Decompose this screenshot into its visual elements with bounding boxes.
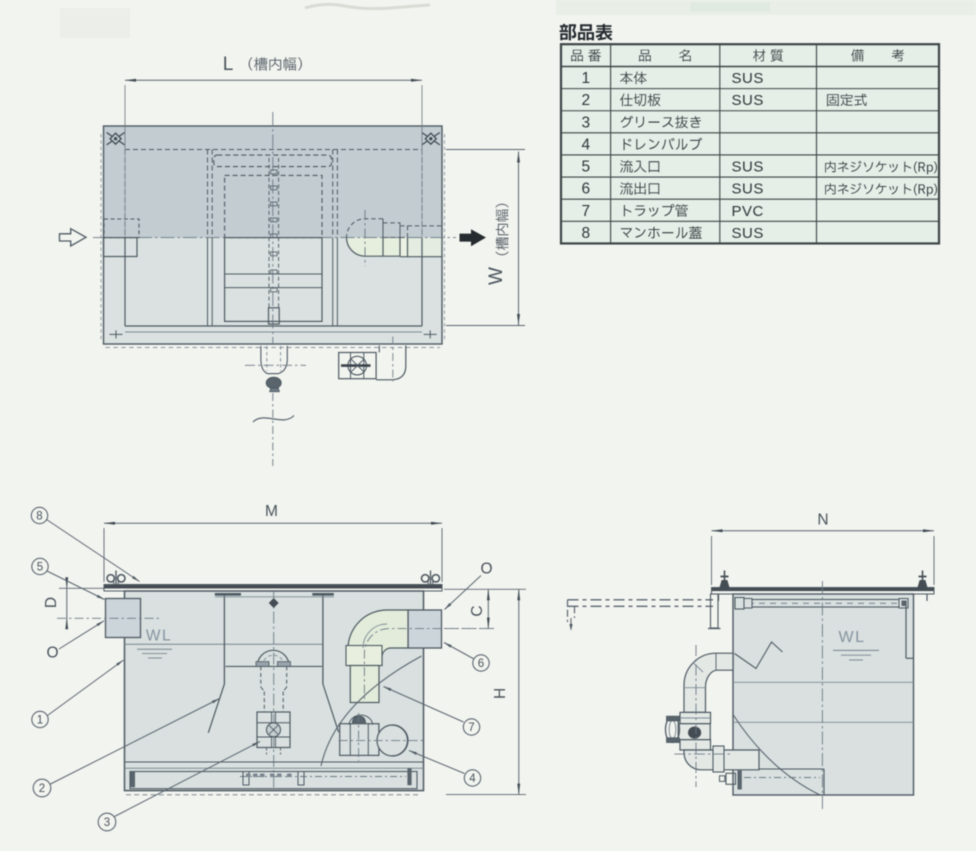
- svg-text:3: 3: [104, 817, 110, 829]
- svg-text:WL: WL: [839, 629, 866, 646]
- svg-text:8: 8: [581, 225, 590, 242]
- svg-text:2: 2: [39, 783, 45, 795]
- svg-text:6: 6: [581, 181, 590, 198]
- svg-text:D: D: [43, 597, 60, 608]
- svg-text:O: O: [480, 561, 492, 578]
- svg-text:M: M: [265, 503, 278, 520]
- svg-text:4: 4: [469, 773, 476, 785]
- svg-text:H: H: [492, 688, 509, 699]
- svg-text:WL: WL: [146, 628, 172, 645]
- svg-text:1: 1: [37, 714, 43, 726]
- svg-text:4: 4: [581, 136, 590, 153]
- svg-text:SUS: SUS: [732, 225, 764, 242]
- svg-text:7: 7: [468, 722, 474, 734]
- svg-text:W: W: [486, 267, 507, 285]
- svg-text:2: 2: [581, 92, 590, 109]
- svg-text:3: 3: [581, 114, 590, 131]
- svg-text:O: O: [46, 645, 58, 662]
- svg-text:N: N: [817, 512, 828, 529]
- svg-text:L: L: [223, 54, 234, 75]
- svg-text:6: 6: [478, 658, 484, 670]
- svg-text:8: 8: [36, 510, 42, 522]
- svg-text:5: 5: [37, 561, 43, 573]
- svg-text:SUS: SUS: [732, 159, 764, 176]
- svg-text:PVC: PVC: [732, 203, 764, 220]
- svg-text:SUS: SUS: [732, 181, 764, 198]
- svg-text:C: C: [469, 605, 486, 616]
- svg-text:SUS: SUS: [732, 70, 764, 87]
- svg-text:1: 1: [581, 70, 590, 87]
- svg-text:5: 5: [581, 159, 590, 176]
- svg-text:7: 7: [581, 203, 590, 220]
- svg-text:SUS: SUS: [732, 92, 764, 109]
